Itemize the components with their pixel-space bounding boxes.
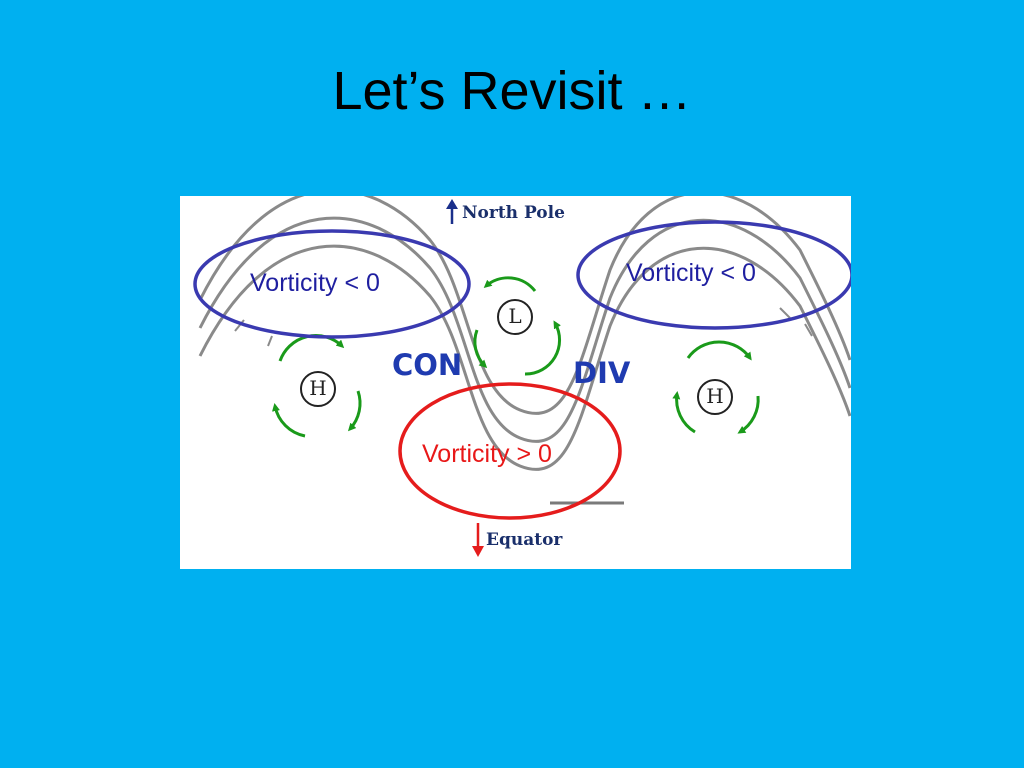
west-high-pressure-symbol: H: [309, 376, 327, 400]
south-arrow-icon: [472, 523, 484, 557]
streamline-3: [198, 196, 851, 415]
wave-diagram-graphic: [193, 196, 851, 557]
streamline-2: [198, 216, 851, 443]
low-pressure-symbol: L: [508, 304, 522, 328]
streamline-barbs: [234, 307, 813, 347]
vorticity-negative-west-ellipse: [193, 229, 471, 339]
vorticity-negative-west-label: Vorticity < 0: [250, 269, 380, 297]
vorticity-positive-label: Vorticity > 0: [422, 440, 552, 468]
vorticity-positive-ellipse: [398, 382, 622, 520]
streamlines: [198, 196, 851, 471]
vorticity-negative-east-label: Vorticity < 0: [626, 259, 756, 287]
low-pressure-circle: [497, 299, 533, 335]
equator-label: Equator: [486, 530, 563, 550]
divergence-label: DIV: [573, 356, 631, 390]
east-high-pressure-symbol: H: [706, 384, 724, 408]
north-pole-label: North Pole: [462, 203, 565, 223]
low-rotation-arrows: [473, 276, 562, 376]
east-high-pressure-circle: [697, 379, 733, 415]
north-arrow-icon: [446, 199, 458, 224]
slide-title: Let’s Revisit …: [332, 61, 692, 121]
east-high-rotation-arrows: [672, 340, 760, 434]
wave-diagram: North Pole Equator CON DIV L H H Vortici…: [180, 196, 851, 569]
west-high-pressure-circle: [300, 371, 336, 407]
streamline-1: [198, 244, 851, 471]
vorticity-negative-east-ellipse: [576, 220, 851, 330]
convergence-label: CON: [392, 348, 463, 382]
